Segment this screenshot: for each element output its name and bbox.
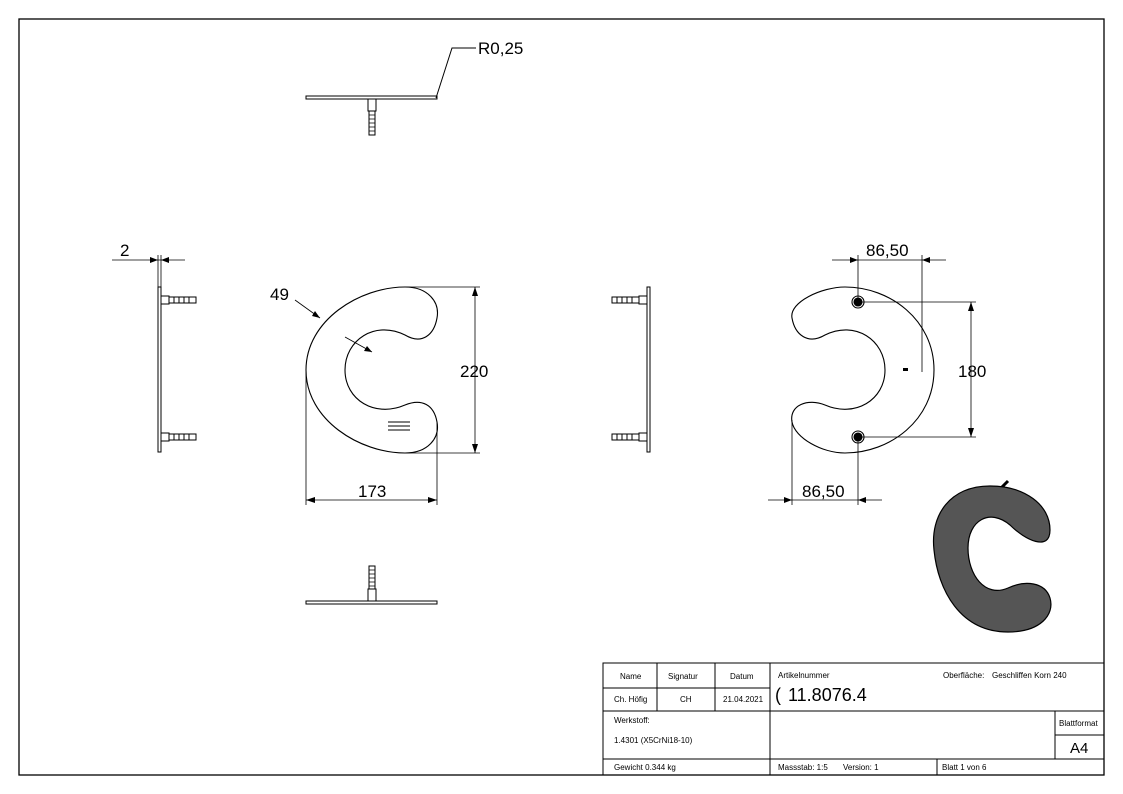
weight: Gewicht 0.344 kg (614, 763, 676, 772)
name-value: Ch. Höfig (614, 695, 647, 704)
hole-spacing-dimension: 180 (958, 362, 986, 381)
height-dimension: 220 (460, 362, 488, 381)
sheet-format-label: Blattformat (1059, 719, 1098, 728)
date-header: Datum (730, 672, 754, 681)
sheet-format-value: A4 (1070, 740, 1088, 757)
radius-note: R0,25 (478, 39, 523, 58)
front-view-c (294, 286, 480, 505)
left-side-view (112, 255, 197, 453)
outer-radius-dimension: 49 (270, 285, 289, 304)
material-label: Werkstoff: (614, 716, 650, 725)
version: Version: 1 (843, 763, 879, 772)
thickness-dimension: 2 (120, 241, 129, 260)
top-view (305, 95, 438, 136)
isometric-view (932, 479, 1052, 633)
date-value: 21.04.2021 (723, 695, 764, 704)
sheet-number: Blatt 1 von 6 (942, 763, 987, 772)
right-side-view (611, 286, 651, 453)
signature-header: Signatur (668, 672, 698, 681)
bottom-view (305, 565, 438, 605)
surface-value: Geschliffen Korn 240 (992, 671, 1067, 680)
radius-callout (435, 47, 476, 99)
hole-offset-top-dimension: 86,50 (866, 241, 909, 260)
surface-label: Oberfläche: (943, 671, 984, 680)
article-number: 11.8076.4 (788, 685, 867, 705)
hole-offset-bottom-dimension: 86,50 (802, 482, 845, 501)
title-block (602, 662, 1105, 776)
width-dimension: 173 (358, 482, 386, 501)
scale: Massstab: 1:5 (778, 763, 828, 772)
name-header: Name (620, 672, 642, 681)
article-label: Artikelnummer (778, 671, 830, 680)
back-view-c (768, 255, 976, 505)
article-prefix: ( (775, 685, 781, 705)
material-value: 1.4301 (X5CrNi18-10) (614, 736, 693, 745)
signature-value: CH (680, 695, 692, 704)
drawing-border (18, 18, 1105, 776)
